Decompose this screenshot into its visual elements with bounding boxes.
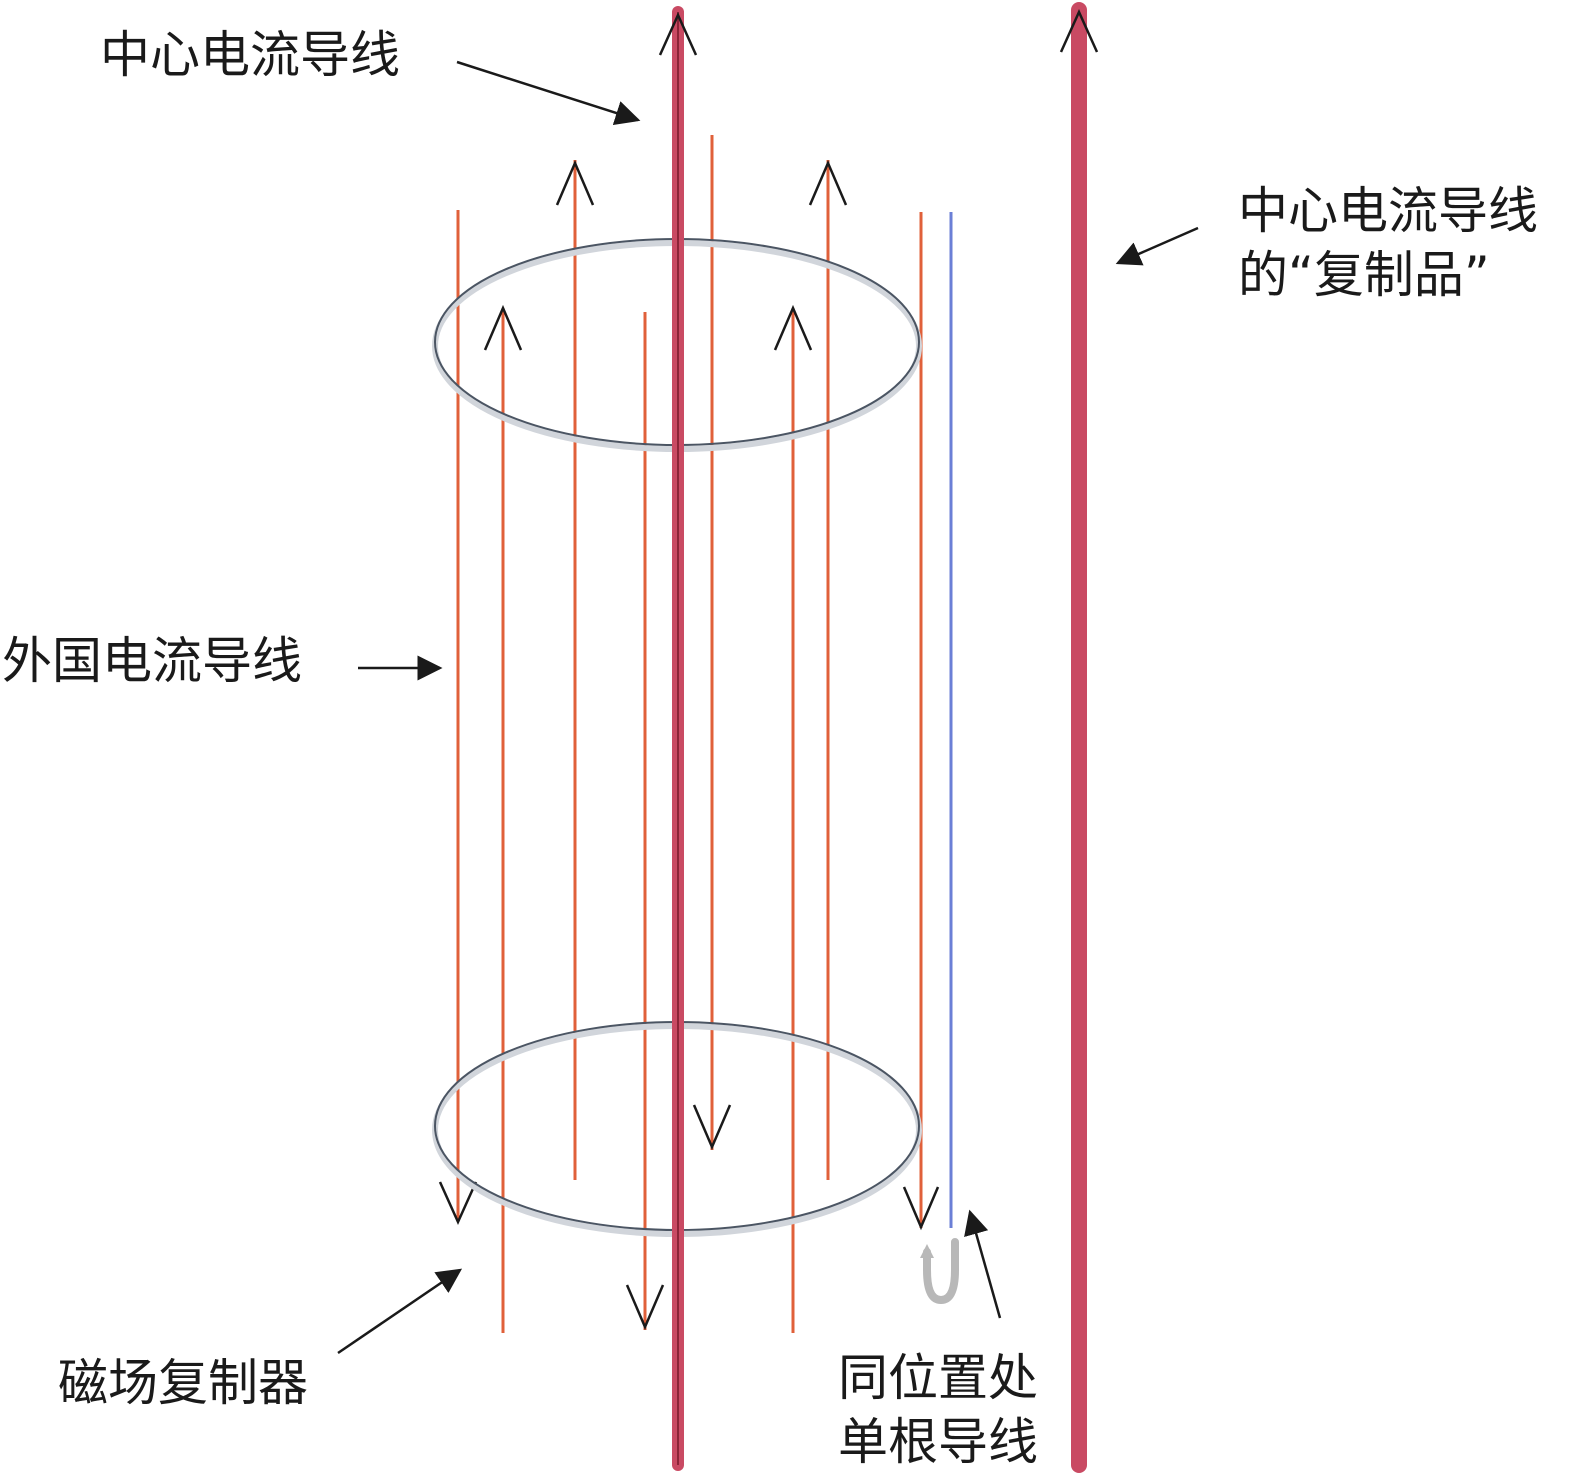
single-wire-label-line1: 同位置处	[838, 1349, 1038, 1407]
outer-wires-label: 外国电流导线	[2, 632, 302, 690]
up-arrowhead-icon	[808, 159, 848, 206]
outer-wire-down	[625, 305, 665, 1337]
replica-center-wire	[1059, 0, 1099, 1480]
outer-wire-up	[773, 301, 813, 1340]
up-arrowhead-icon	[658, 11, 698, 56]
down-arrowhead-icon	[438, 1181, 478, 1226]
down-arrowhead-icon	[692, 1104, 732, 1151]
up-arrowhead-icon	[483, 304, 523, 351]
outer-wire-down	[902, 205, 940, 1235]
outer-wire-down	[692, 128, 732, 1157]
outer-current-wires	[438, 128, 940, 1340]
center-wire-pointer-arrow	[456, 60, 641, 126]
replica-label-line1: 中心电流导线	[1238, 182, 1538, 240]
single-wire-label-line2: 单根导线	[838, 1413, 1038, 1471]
single-wire-pointer-arrow	[964, 1209, 1002, 1319]
replica-label-line2: 的“复制品”	[1238, 246, 1490, 304]
replicator-pointer-arrow	[337, 1268, 463, 1355]
replica-pointer-arrow	[1115, 226, 1199, 266]
up-arrowhead-icon	[555, 159, 595, 206]
outer-wire-down	[438, 203, 478, 1229]
center-current-wire	[658, 0, 698, 1477]
replicator-label: 磁场复制器	[58, 1354, 308, 1412]
down-arrowhead-icon	[902, 1186, 940, 1231]
outer-wire-up	[555, 153, 595, 1187]
return-arc-arrowhead-icon	[920, 1244, 934, 1258]
up-arrowhead-icon	[773, 304, 813, 351]
return-arc	[923, 1238, 959, 1305]
down-arrowhead-icon	[625, 1284, 665, 1331]
up-arrowhead-icon	[1059, 8, 1099, 53]
outer-wire-up	[483, 301, 523, 1340]
center-wire-label: 中心电流导线	[100, 26, 400, 84]
outer-wire-up	[808, 153, 848, 1187]
